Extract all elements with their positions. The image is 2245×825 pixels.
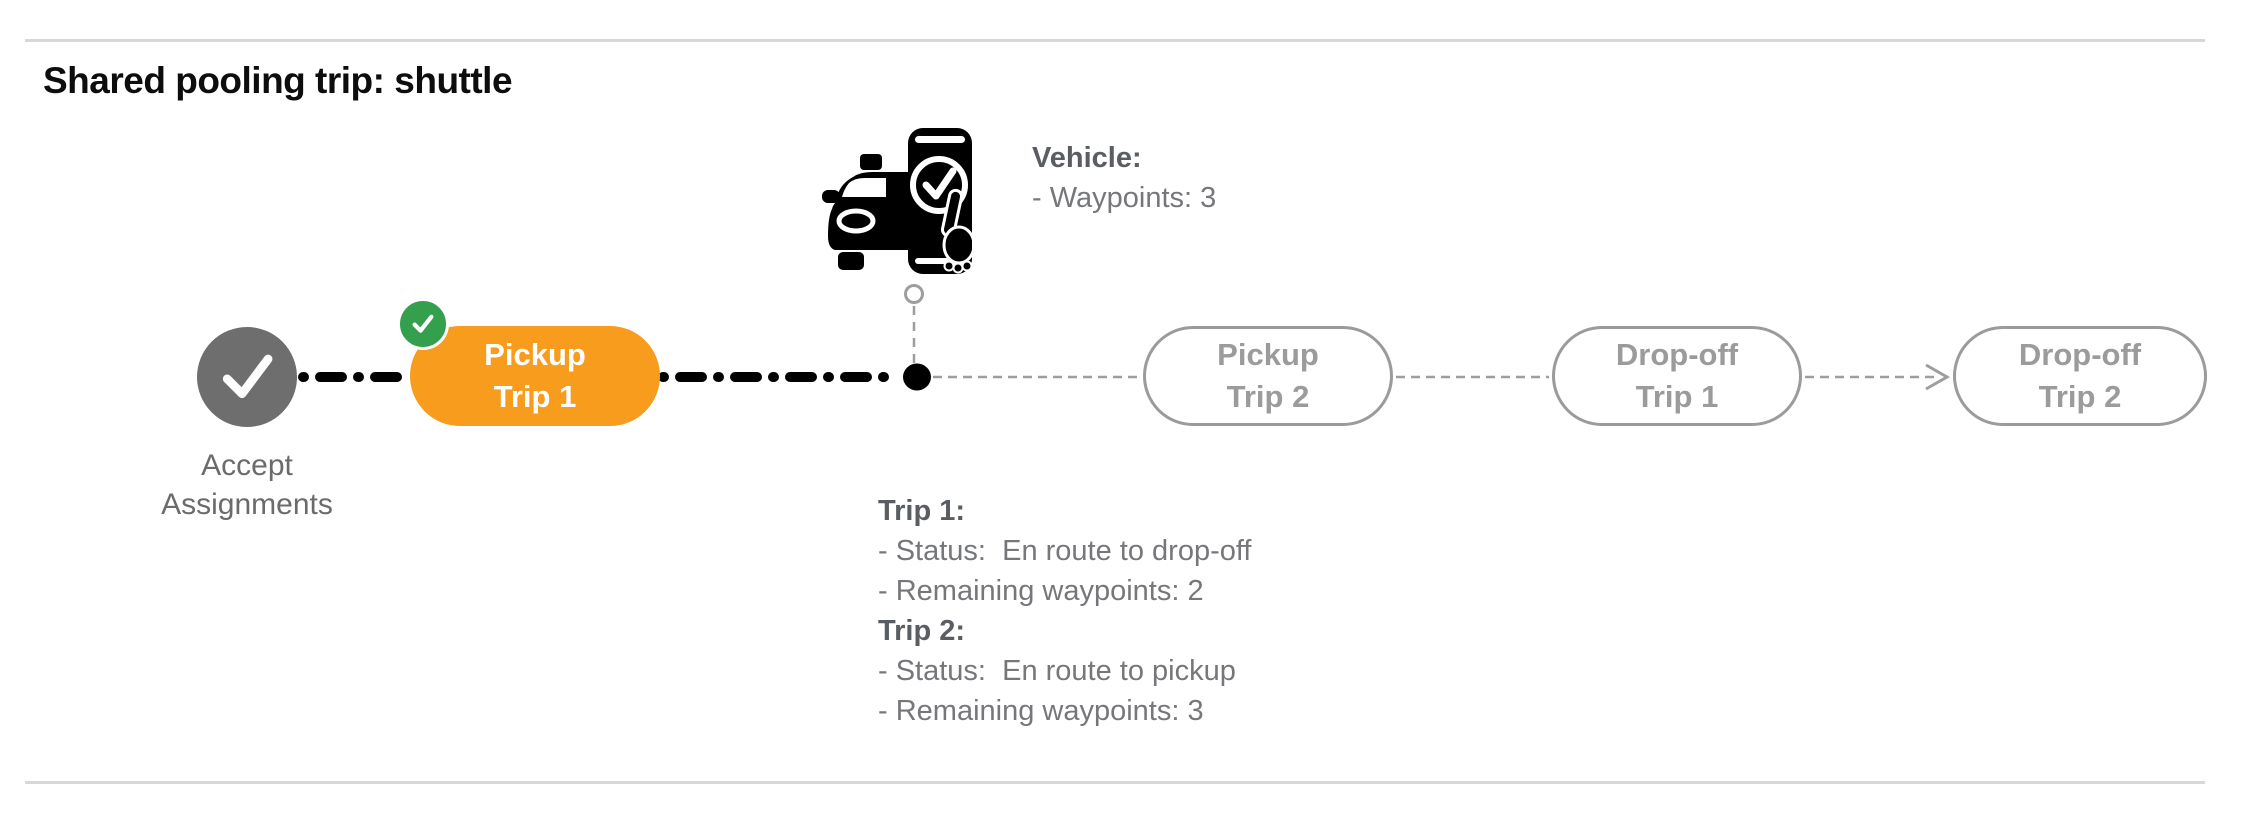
node-dropoff-trip-2: Drop-off Trip 2 [1953,326,2207,426]
node-pickup-trip-2-line1: Pickup [1217,337,1319,372]
arrow-right-icon [1925,363,1951,391]
completed-badge [397,298,449,350]
check-icon [412,314,434,333]
node-pickup-trip-1: Pickup Trip 1 [410,326,660,426]
node-dropoff-trip-1: Drop-off Trip 1 [1552,326,1802,426]
node-dropoff-trip-1-line1: Drop-off [1615,337,1739,372]
accept-label-line1: Accept [201,449,293,482]
check-icon [222,354,273,399]
page-title: Shared pooling trip: shuttle [43,60,513,101]
trip1-waypoints-line: - Remaining waypoints: 2 [878,575,1204,607]
node-accept-assignments-label: Accept Assignments [110,446,384,524]
node-dropoff-trip-1-line2: Trip 1 [1635,379,1719,414]
node-pickup-trip-1-line1: Pickup [484,337,586,372]
vehicle-accepted-icon [822,128,976,280]
trip1-heading: Trip 1: [878,495,966,527]
node-pickup-trip-2: Pickup Trip 2 [1143,326,1393,426]
trip-info-block: Trip 1: - Status: En route to drop-off -… [878,491,1251,731]
node-pickup-trip-1-line2: Trip 1 [493,379,577,414]
accept-label-line2: Assignments [161,488,333,521]
trip2-waypoints-line: - Remaining waypoints: 3 [878,695,1204,727]
bottom-divider [25,781,2205,784]
node-dropoff-trip-2-line1: Drop-off [2018,337,2142,372]
trip1-status-line: - Status: En route to drop-off [878,535,1252,567]
node-accept-assignments [197,327,297,427]
vehicle-info-block: Vehicle: - Waypoints: 3 [1032,138,1216,218]
node-dropoff-trip-2-line2: Trip 2 [2038,379,2122,414]
trip2-heading: Trip 2: [878,615,966,647]
trip2-status-line: - Status: En route to pickup [878,655,1236,687]
top-divider [25,39,2205,42]
current-position-dot-icon [903,363,931,391]
vehicle-info-heading: Vehicle: [1032,142,1142,174]
vehicle-info-line: - Waypoints: 3 [1032,182,1217,214]
node-pickup-trip-2-line2: Trip 2 [1226,379,1310,414]
waypoint-marker-icon [904,284,924,304]
